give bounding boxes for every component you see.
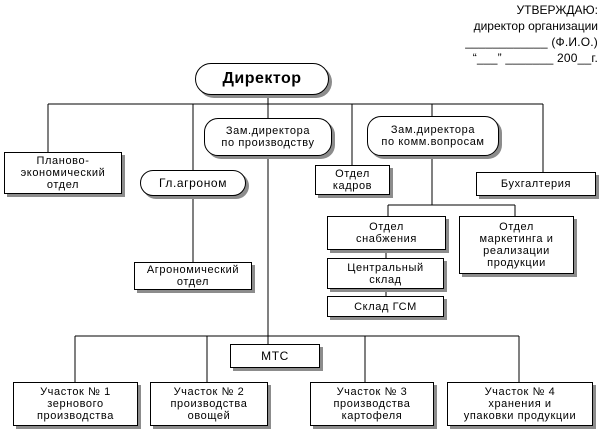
central-warehouse-box: Центральный склад (327, 258, 444, 289)
site-3-box: Участок № 3 производства картофеля (310, 382, 434, 426)
marketing-line-4: продукции (487, 257, 546, 269)
approval-date-line: “___” _______ 200__г. (472, 51, 598, 65)
site-1-line-2: зернового (47, 398, 104, 410)
deputy-commercial-box: Зам.директора по комм.вопросам (367, 116, 499, 156)
deputy-production-line-2: по производству (221, 137, 315, 149)
approval-position: директор организации (473, 19, 598, 33)
deputy-commercial-line-2: по комм.вопросам (381, 136, 485, 148)
site-1-line-3: производства (37, 410, 114, 422)
accounting-box: Бухгалтерия (476, 172, 596, 196)
site-4-line-1: Участок № 4 (484, 386, 556, 398)
site-2-line-2: производства (170, 398, 248, 410)
hr-department-box: Отдел кадров (315, 165, 390, 195)
director-label: Директор (222, 70, 302, 87)
accounting-label: Бухгалтерия (500, 178, 572, 190)
site-1-box: Участок № 1 зернового производства (13, 382, 138, 426)
deputy-commercial-line-1: Зам.директора (390, 124, 476, 136)
planning-line-3: отдел (46, 179, 80, 191)
agronomy-line-2: отдел (176, 276, 210, 288)
chief-agronomist-box: Гл.агроном (140, 170, 246, 196)
site-4-box: Участок № 4 хранения и упаковки продукци… (447, 382, 593, 426)
marketing-line-1: Отдел (499, 221, 534, 233)
approval-title: УТВЕРЖДАЮ: (516, 3, 599, 17)
site-2-line-1: Участок № 2 (173, 386, 245, 398)
approval-block: УТВЕРЖДАЮ: директор организации ________… (446, 2, 598, 66)
central-warehouse-line-1: Центральный (347, 261, 424, 274)
fuel-warehouse-box: Склад ГСМ (327, 296, 444, 317)
marketing-department-box: Отдел маркетинга и реализации продукции (459, 216, 574, 274)
director-box: Директор (195, 63, 329, 95)
hr-line-1: Отдел (335, 168, 370, 180)
supply-department-box: Отдел снабжения (327, 216, 446, 250)
planning-line-2: экономический (20, 167, 106, 179)
deputy-production-line-1: Зам.директора (225, 125, 311, 137)
deputy-production-box: Зам.директора по производству (204, 118, 332, 156)
planning-department-box: Планово- экономический отдел (4, 152, 122, 194)
central-warehouse-line-2: склад (369, 273, 402, 286)
chief-agronomist-label: Гл.агроном (158, 176, 228, 190)
site-4-line-2: хранения и (488, 398, 552, 410)
agronomy-department-box: Агрономический отдел (134, 262, 252, 290)
planning-line-1: Планово- (36, 155, 90, 167)
mts-box: МТС (230, 344, 320, 368)
supply-line-1: Отдел (369, 221, 404, 233)
site-3-line-3: картофеля (341, 410, 403, 422)
site-3-line-2: производства (333, 398, 411, 410)
fuel-warehouse-label: Склад ГСМ (354, 300, 417, 313)
supply-line-2: снабжения (356, 233, 417, 245)
agronomy-line-1: Агрономический (146, 264, 240, 276)
site-3-line-1: Участок № 3 (336, 386, 408, 398)
site-2-box: Участок № 2 производства овощей (150, 382, 268, 426)
hr-line-2: кадров (332, 180, 373, 192)
marketing-line-2: маркетинга и (479, 233, 554, 245)
site-2-line-3: овощей (187, 410, 231, 422)
approval-signature-line: ____________ (Ф.И.О.) (465, 35, 598, 49)
marketing-line-3: реализации (483, 245, 550, 257)
site-1-line-1: Участок № 1 (40, 386, 111, 398)
mts-label: МТС (261, 349, 289, 363)
site-4-line-3: упаковки продукции (463, 410, 577, 422)
